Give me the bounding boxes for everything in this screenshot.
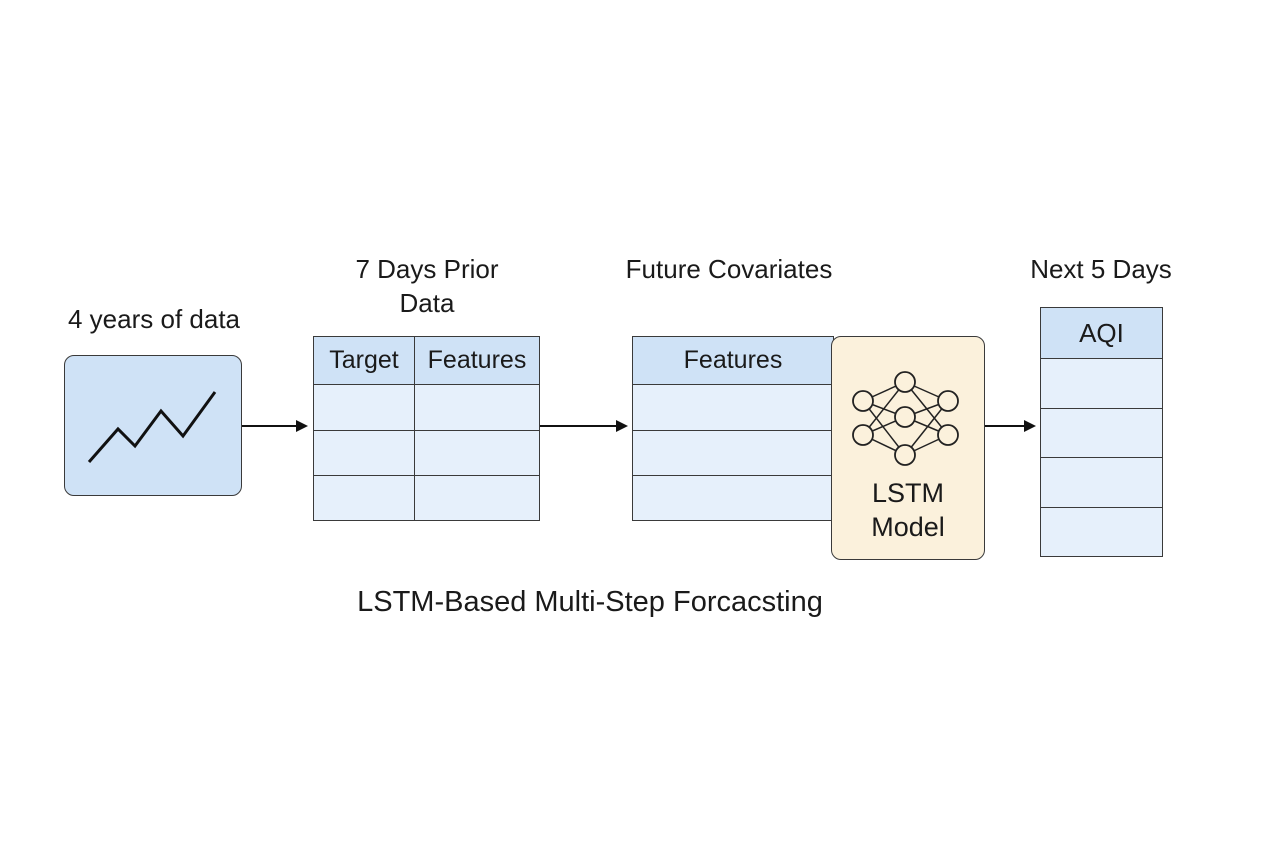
prior-data-label: 7 Days Prior Data — [314, 252, 540, 320]
table-row — [313, 384, 540, 431]
aqi-output-table: AQI — [1040, 307, 1163, 557]
prior-data-label-line1: 7 Days Prior — [355, 254, 499, 284]
table-row — [313, 475, 540, 521]
table-row — [313, 430, 540, 476]
header-covariate-features: Features — [632, 336, 834, 385]
table-row — [1040, 358, 1163, 409]
neural-network-icon — [852, 371, 959, 466]
header-target: Target — [313, 336, 415, 385]
header-features: Features — [414, 336, 540, 385]
future-covariates-label: Future Covariates — [625, 254, 833, 284]
header-aqi: AQI — [1040, 307, 1163, 359]
table-row — [632, 384, 834, 431]
input-data-box — [64, 355, 242, 496]
input-label: 4 years of data — [68, 304, 240, 334]
prior-data-label-line2: Data — [399, 288, 455, 318]
next-days-label: Next 5 Days — [1030, 254, 1172, 284]
table-row — [1040, 408, 1163, 458]
prior-data-table: Target Features — [313, 336, 540, 521]
table-row — [632, 475, 834, 521]
table-row — [1040, 507, 1163, 557]
model-label-line1: LSTM — [871, 478, 944, 508]
line-chart-icon — [87, 391, 217, 463]
model-label-line2: Model — [871, 512, 945, 542]
table-row — [632, 430, 834, 476]
table-row — [1040, 457, 1163, 508]
diagram-caption: LSTM-Based Multi-Step Forcacsting — [357, 586, 823, 618]
covariates-table: Features — [632, 336, 834, 521]
lstm-model-box: LSTM Model — [831, 336, 985, 560]
